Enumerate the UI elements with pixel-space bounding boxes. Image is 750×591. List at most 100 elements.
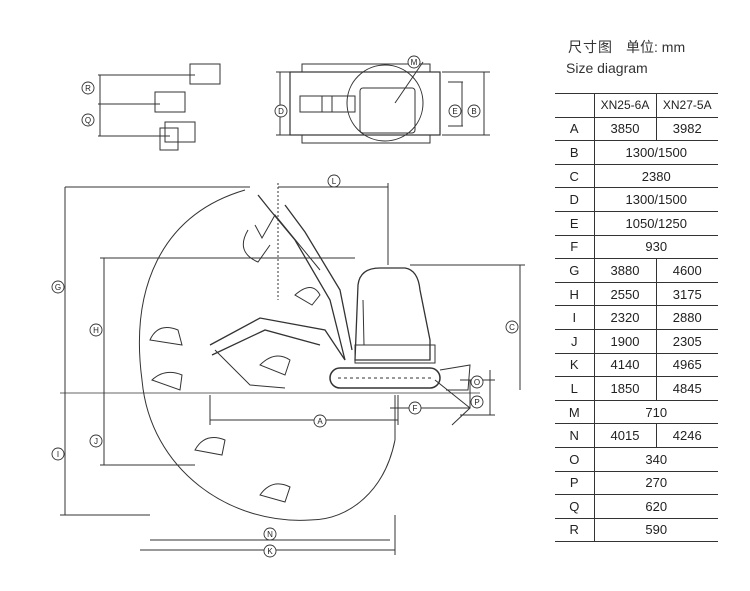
row-label: R	[555, 518, 594, 543]
title-english: Size diagram	[566, 60, 648, 76]
row-label: A	[555, 117, 594, 142]
row-value-shared: 270	[593, 471, 718, 496]
row-value-xn25: 4140	[593, 353, 656, 378]
row-value-xn25: 2550	[593, 282, 656, 307]
row-label: H	[555, 282, 594, 307]
dimension-marker-circle	[327, 174, 341, 188]
dimension-label: A	[317, 417, 323, 426]
row-value-xn25: 1850	[593, 376, 656, 401]
unit-label: 单位: mm	[626, 39, 686, 55]
row-value-shared: 1050/1250	[593, 211, 718, 236]
row-label: N	[555, 423, 594, 448]
dimension-marker-circle	[81, 113, 95, 127]
dimension-label: O	[474, 378, 480, 387]
row-label: I	[555, 305, 594, 330]
top-view	[276, 61, 490, 144]
row-value-shared: 930	[593, 235, 718, 260]
row-label: O	[555, 447, 594, 472]
dimension-label: F	[413, 404, 418, 413]
row-value-shared: 710	[593, 400, 718, 425]
dimension-marker-circle	[313, 414, 327, 428]
swing-view	[98, 63, 221, 151]
row-label: K	[555, 353, 594, 378]
dimension-label: R	[85, 84, 91, 93]
row-label: M	[555, 400, 594, 425]
dimension-marker-circle	[81, 81, 95, 95]
dimension-marker-circle	[407, 55, 421, 69]
dimension-label: E	[452, 107, 457, 116]
row-value-shared: 2380	[593, 164, 718, 189]
dimension-marker-circle	[448, 104, 462, 118]
dimension-label: H	[93, 326, 99, 335]
row-value-xn25: 3880	[593, 258, 656, 283]
dimension-marker-circle	[470, 375, 484, 389]
model-header-xn27: XN27-5A	[655, 93, 718, 118]
row-label: F	[555, 235, 594, 260]
dimension-label: N	[267, 530, 273, 539]
row-label: C	[555, 164, 594, 189]
row-value-xn27: 4965	[655, 353, 718, 378]
model-header-xn25: XN25-6A	[593, 93, 656, 118]
title-chinese: 尺寸图	[568, 39, 613, 55]
dimension-label: L	[332, 177, 337, 186]
row-value-xn27: 4246	[655, 423, 718, 448]
dimension-marker-circle	[89, 434, 103, 448]
dimension-label: K	[267, 547, 273, 556]
row-value-xn27: 2305	[655, 329, 718, 354]
row-value-shared: 1300/1500	[593, 187, 718, 212]
header-blank-cell	[555, 93, 594, 118]
row-label: Q	[555, 494, 594, 519]
row-value-xn27: 4845	[655, 376, 718, 401]
dimension-marker-circle	[51, 447, 65, 461]
row-value-xn25: 4015	[593, 423, 656, 448]
dimension-label: D	[278, 107, 284, 116]
side-view	[60, 183, 525, 555]
dimension-label: I	[57, 450, 59, 459]
row-value-shared: 590	[593, 518, 718, 543]
dimension-marker-circle	[263, 527, 277, 541]
row-value-xn25: 1900	[593, 329, 656, 354]
dimension-label: Q	[85, 116, 91, 125]
dimension-marker-circle	[89, 323, 103, 337]
row-value-shared: 1300/1500	[593, 140, 718, 165]
dimension-marker-circle	[470, 395, 484, 409]
row-label: L	[555, 376, 594, 401]
row-label: J	[555, 329, 594, 354]
dimension-label: M	[411, 58, 418, 67]
dimension-label: P	[474, 398, 479, 407]
row-label: P	[555, 471, 594, 496]
dimension-label: B	[471, 107, 476, 116]
row-value-shared: 340	[593, 447, 718, 472]
dimension-label: G	[55, 283, 61, 292]
dimension-marker-circle	[51, 280, 65, 294]
row-value-shared: 620	[593, 494, 718, 519]
row-label: B	[555, 140, 594, 165]
row-label: E	[555, 211, 594, 236]
table-header-row: XN25-6A XN27-5A	[555, 93, 718, 118]
dimension-marker-circle	[505, 320, 519, 334]
dimension-marker-circle	[263, 544, 277, 558]
dimension-marker-circle	[408, 401, 422, 415]
row-value-xn27: 3982	[655, 117, 718, 142]
row-label: G	[555, 258, 594, 283]
